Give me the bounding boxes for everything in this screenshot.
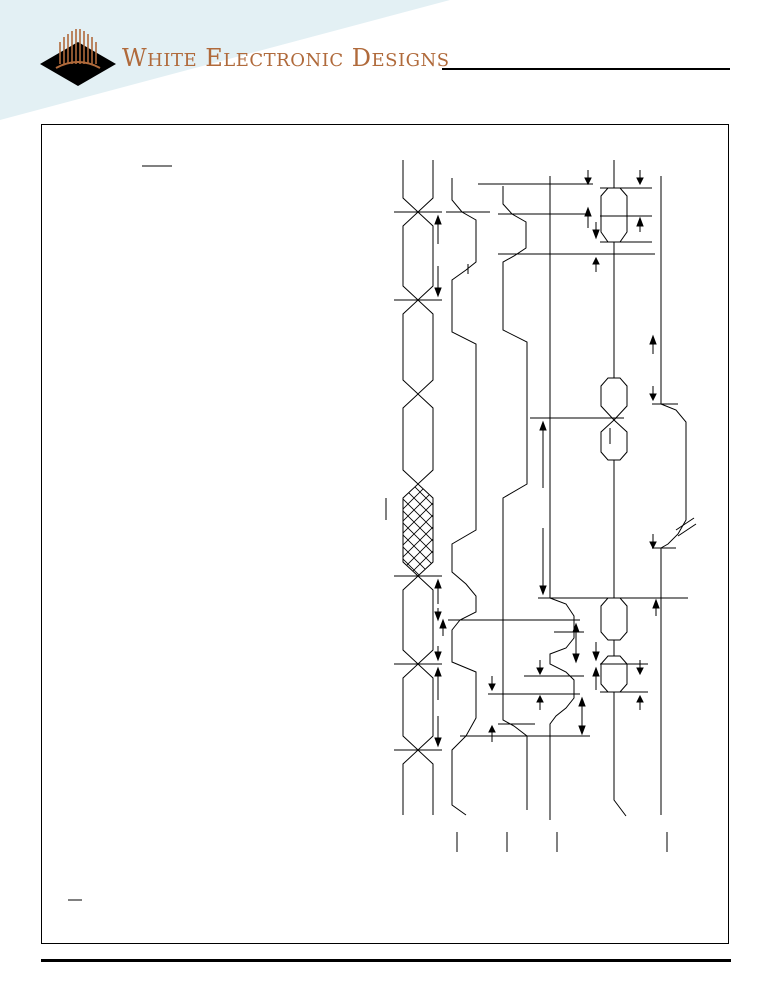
lane-signal-5 <box>652 176 697 852</box>
data-io-timing-arrows <box>584 170 644 710</box>
lane-2-timing-arrows <box>488 676 496 742</box>
brand-word-1: WHITE <box>122 44 198 72</box>
company-name: WHITE ELECTRONIC DESIGNS <box>122 44 450 72</box>
header-rule <box>442 68 730 70</box>
lane-bus <box>385 160 442 815</box>
brand-word-3: DESIGNS <box>351 44 450 72</box>
lane-data-io <box>600 160 652 817</box>
lane-signal-1 <box>446 178 590 852</box>
lane-5-timing-arrows <box>649 334 660 616</box>
corner-shade <box>0 0 450 120</box>
bus-timing-arrows <box>434 214 447 748</box>
company-logo-icon <box>40 29 116 86</box>
lane-signal-3 <box>478 176 688 852</box>
brand-word-2: ELECTRONIC <box>205 44 344 72</box>
lane-3-timing-arrows <box>536 420 586 736</box>
figure-frame <box>41 124 729 944</box>
lane-signal-2 <box>488 186 655 852</box>
footer-rule <box>41 959 731 962</box>
